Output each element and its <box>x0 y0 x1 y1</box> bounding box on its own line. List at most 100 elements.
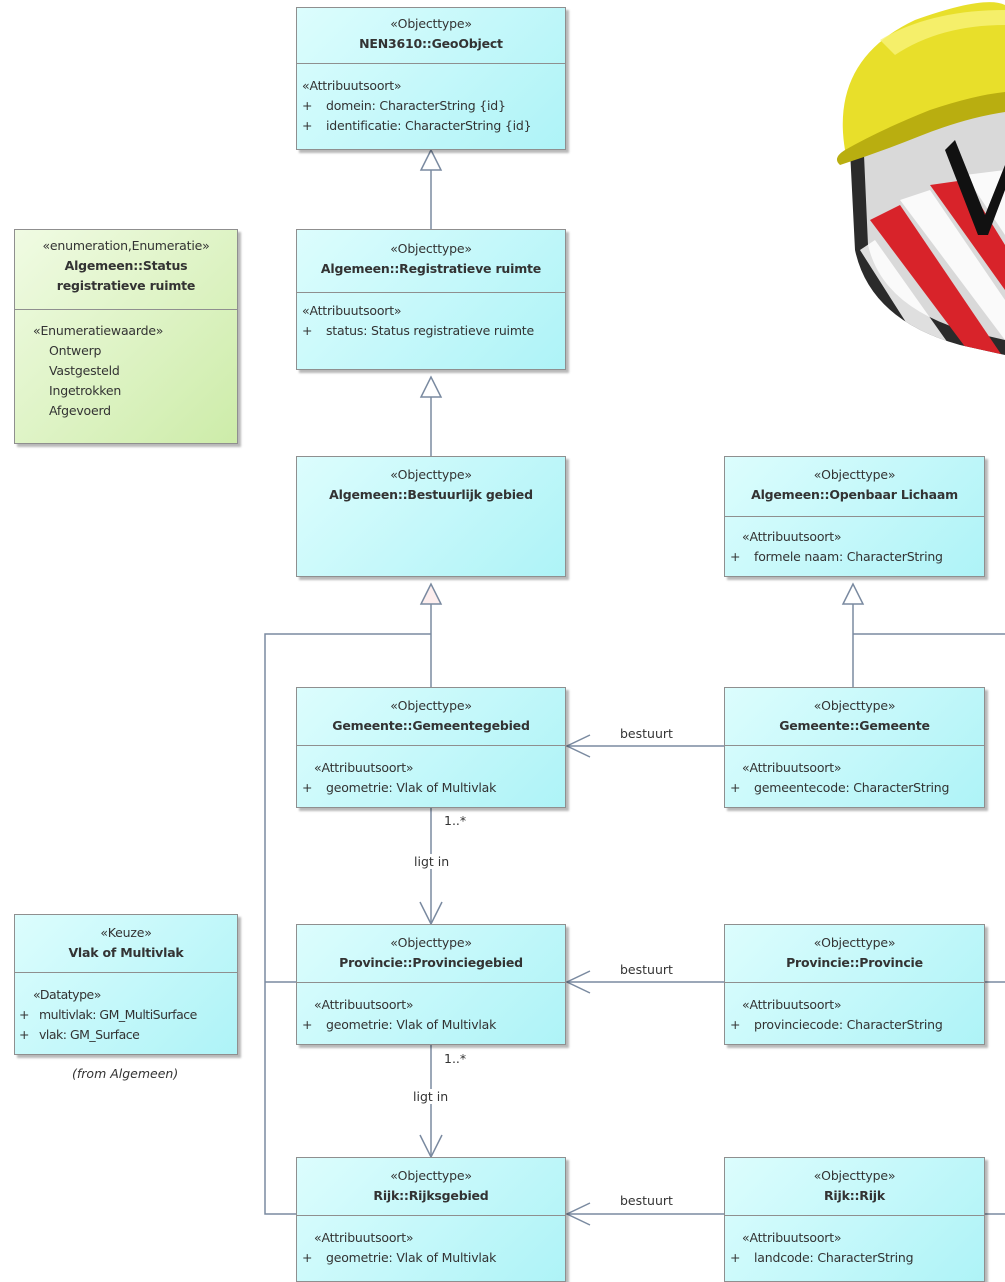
attribute-row: +provinciecode: CharacterString <box>730 1017 943 1032</box>
stereotype-label: «Objecttype» <box>813 1168 896 1183</box>
class-header: «Objecttype» Gemeente::Gemeentegebied <box>297 688 565 746</box>
class-name: Provincie::Provincie <box>786 955 923 970</box>
association-label-bestuurt: bestuurt <box>620 726 673 741</box>
class-name: Gemeente::Gemeente <box>779 718 930 733</box>
attribute-row: +multivlak: GM_MultiSurface <box>19 1007 197 1022</box>
class-name: Algemeen::Registratieve ruimte <box>320 261 542 276</box>
package-note: (from Algemeen) <box>72 1066 179 1081</box>
class-rijk[interactable]: «Objecttype» Rijk::Rijk «Attribuutsoort»… <box>724 1157 985 1282</box>
attribute-compartment: «Attribuutsoort» +domein: CharacterStrin… <box>297 64 565 136</box>
attribute-row: +geometrie: Vlak of Multivlak <box>302 1017 497 1032</box>
class-name: Gemeente::Gemeentegebied <box>332 718 530 733</box>
attribute-row: +vlak: GM_Surface <box>19 1027 140 1042</box>
attribute-row: +geometrie: Vlak of Multivlak <box>302 1250 497 1265</box>
attribute-row: +domein: CharacterString {id} <box>302 98 506 113</box>
enum-literal: Ontwerp <box>49 343 102 358</box>
section-label: «Attribuutsoort» <box>742 1230 842 1245</box>
section-label: «Attribuutsoort» <box>742 760 842 775</box>
attribute-compartment: «Attribuutsoort» +provinciecode: Charact… <box>725 983 984 1035</box>
stereotype-label: «Objecttype» <box>390 698 472 713</box>
class-name: Rijk::Rijksgebied <box>373 1188 489 1203</box>
class-provinciegebied[interactable]: «Objecttype» Provincie::Provinciegebied … <box>296 924 566 1045</box>
class-openbaar-lichaam[interactable]: «Objecttype» Algemeen::Openbaar Lichaam … <box>724 456 985 577</box>
class-header: «Objecttype» Gemeente::Gemeente <box>725 688 984 746</box>
attribute-compartment: «Attribuutsoort» +gemeentecode: Characte… <box>725 746 984 798</box>
stereotype-label: «Objecttype» <box>390 1168 472 1183</box>
enum-literal: Ingetrokken <box>49 383 122 398</box>
stereotype-label: «Objecttype» <box>813 935 896 950</box>
enum-literal: Vastgesteld <box>49 363 120 378</box>
literal-compartment: «Enumeratiewaarde» Ontwerp Vastgesteld I… <box>15 310 237 421</box>
section-label: «Attribuutsoort» <box>314 1230 414 1245</box>
hard-hat-warning-sign-icon <box>836 2 1005 355</box>
stereotype-label: «Objecttype» <box>390 935 472 950</box>
class-name-line-2: registratieve ruimte <box>56 278 196 293</box>
attribute-row: +status: Status registratieve ruimte <box>302 323 535 338</box>
attribute-row: +landcode: CharacterString <box>730 1250 914 1265</box>
attribute-compartment: «Attribuutsoort» +status: Status registr… <box>297 293 565 341</box>
association-label-ligt-in: ligt in <box>414 854 450 869</box>
generalization-arrowhead <box>419 148 443 171</box>
class-provincie[interactable]: «Objecttype» Provincie::Provincie «Attri… <box>724 924 985 1045</box>
class-name: Rijk::Rijk <box>823 1188 885 1203</box>
enum-literal: Afgevoerd <box>49 403 111 418</box>
generalization-arrowhead <box>841 582 865 605</box>
open-arrowhead <box>565 734 591 758</box>
attribute-row: +geometrie: Vlak of Multivlak <box>302 780 497 795</box>
generalization-arrowhead <box>419 375 443 398</box>
enumeration-status-registratieve-ruimte[interactable]: «enumeration,Enumeratie» Algemeen::Statu… <box>14 229 238 444</box>
class-gemeente[interactable]: «Objecttype» Gemeente::Gemeente «Attribu… <box>724 687 985 808</box>
class-name: Algemeen::Openbaar Lichaam <box>751 487 958 502</box>
attribute-row: +formele naam: CharacterString <box>730 549 943 564</box>
class-bestuurlijk-gebied[interactable]: «Objecttype» Algemeen::Bestuurlijk gebie… <box>296 456 566 577</box>
attribute-row: +gemeentecode: CharacterString <box>730 780 950 795</box>
class-name: Algemeen::Bestuurlijk gebied <box>329 487 533 502</box>
class-registratieve-ruimte[interactable]: «Objecttype» Algemeen::Registratieve rui… <box>296 229 566 370</box>
class-name: Provincie::Provinciegebied <box>339 955 523 970</box>
attribute-compartment: «Attribuutsoort» +landcode: CharacterStr… <box>725 1216 984 1268</box>
class-header: «Objecttype» Algemeen::Openbaar Lichaam <box>725 457 984 517</box>
class-header: «Objecttype» Provincie::Provincie <box>725 925 984 983</box>
open-arrowhead <box>565 970 591 994</box>
class-header: «Objecttype» NEN3610::GeoObject <box>297 8 565 64</box>
class-gemeentegebied[interactable]: «Objecttype» Gemeente::Gemeentegebied «A… <box>296 687 566 808</box>
section-label: «Attribuutsoort» <box>302 78 402 93</box>
class-header: «Keuze» Vlak of Multivlak <box>15 915 237 973</box>
class-header: «Objecttype» Algemeen::Bestuurlijk gebie… <box>297 457 565 576</box>
class-name-line-1: Algemeen::Status <box>64 258 188 273</box>
generalization-branch-left <box>264 633 431 1215</box>
stereotype-label: «Objecttype» <box>390 467 472 482</box>
class-rijksgebied[interactable]: «Objecttype» Rijk::Rijksgebied «Attribuu… <box>296 1157 566 1282</box>
association-label-bestuurt: bestuurt <box>620 1193 673 1208</box>
class-geoobject[interactable]: «Objecttype» NEN3610::GeoObject «Attribu… <box>296 7 566 150</box>
section-label: «Attribuutsoort» <box>314 760 414 775</box>
class-vlak-of-multivlak[interactable]: «Keuze» Vlak of Multivlak «Datatype» +mu… <box>14 914 238 1055</box>
class-name: Vlak of Multivlak <box>68 945 184 960</box>
stereotype-label: «Objecttype» <box>390 241 472 256</box>
stereotype-label: «Objecttype» <box>813 467 896 482</box>
attribute-compartment: «Attribuutsoort» +geometrie: Vlak of Mul… <box>297 746 565 798</box>
class-header: «Objecttype» Rijk::Rijk <box>725 1158 984 1216</box>
attribute-compartment: «Attribuutsoort» +geometrie: Vlak of Mul… <box>297 1216 565 1268</box>
section-label: «Attribuutsoort» <box>302 303 402 318</box>
attribute-compartment: «Attribuutsoort» +formele naam: Characte… <box>725 517 984 567</box>
attribute-row: +identificatie: CharacterString {id} <box>302 118 532 133</box>
attribute-compartment: «Datatype» +multivlak: GM_MultiSurface +… <box>15 973 237 1045</box>
open-arrowhead <box>565 1202 591 1226</box>
stereotype-label: «Keuze» <box>100 925 152 940</box>
multiplicity-label: 1..* <box>444 1051 467 1066</box>
section-label: «Datatype» <box>33 987 101 1002</box>
multiplicity-label: 1..* <box>444 813 467 828</box>
class-header: «Objecttype» Provincie::Provinciegebied <box>297 925 565 983</box>
attribute-compartment: «Attribuutsoort» +geometrie: Vlak of Mul… <box>297 983 565 1035</box>
stereotype-label: «enumeration,Enumeratie» <box>42 238 210 253</box>
association-label-bestuurt: bestuurt <box>620 962 673 977</box>
section-label: «Attribuutsoort» <box>314 997 414 1012</box>
generalization-arrowhead <box>419 582 443 605</box>
section-label: «Attribuutsoort» <box>742 529 842 544</box>
section-label: «Attribuutsoort» <box>742 997 842 1012</box>
stereotype-label: «Objecttype» <box>390 16 472 31</box>
class-header: «enumeration,Enumeratie» Algemeen::Statu… <box>15 230 237 310</box>
class-header: «Objecttype» Rijk::Rijksgebied <box>297 1158 565 1216</box>
class-name: NEN3610::GeoObject <box>359 36 503 51</box>
